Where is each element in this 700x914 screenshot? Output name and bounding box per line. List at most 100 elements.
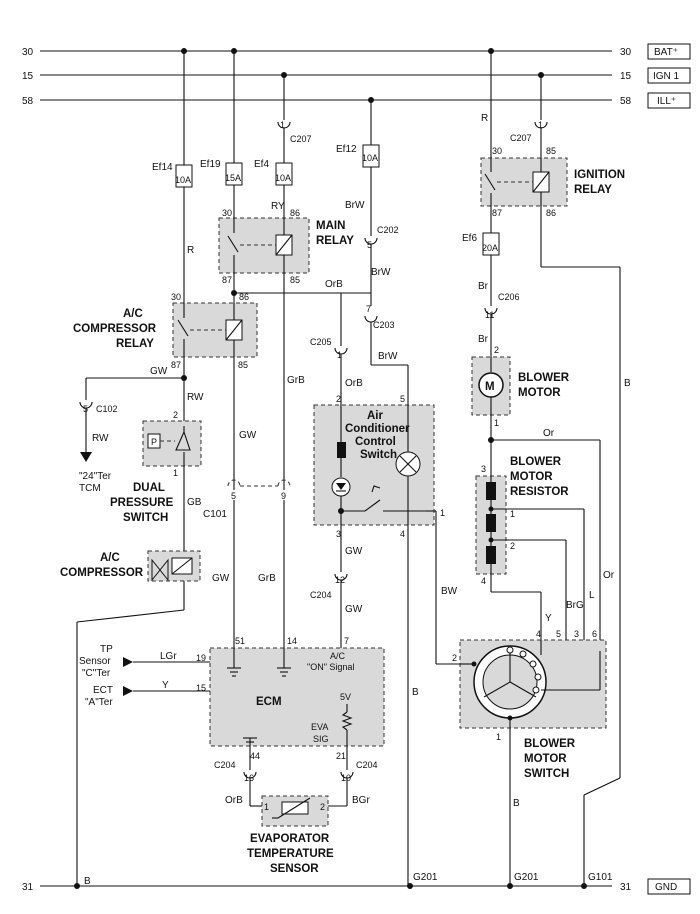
resistor-p1: 1 xyxy=(510,509,515,519)
ac-switch-p3: 3 xyxy=(336,529,341,539)
fuse-ef14-rating: 10A xyxy=(175,175,191,185)
ecm-p15: 15 xyxy=(196,683,206,693)
ac-relay-p87: 87 xyxy=(171,360,181,370)
main-relay-p30: 30 xyxy=(222,208,232,218)
evap-title1: EVAPORATOR xyxy=(250,833,330,845)
ecm-eva2: SIG xyxy=(313,734,329,744)
wire-RW1: RW xyxy=(92,433,109,444)
wire-GW5: GW xyxy=(345,604,363,615)
fuse-ef6-rating: 20A xyxy=(482,243,498,253)
ect-label2: "A"Ter xyxy=(85,697,113,708)
wire-OrB2: OrB xyxy=(345,378,363,389)
dual-switch-p2: 2 xyxy=(173,410,178,420)
fuse-ef4: 1 C207 Ef4 10A xyxy=(254,75,312,186)
wire-BrW3: BrW xyxy=(378,351,398,362)
ac-relay-title2: COMPRESSOR xyxy=(73,323,157,335)
blower-motor-p2: 2 xyxy=(494,345,499,355)
ac-switch-title3: Control xyxy=(355,436,396,448)
rail-58-right-label: 58 xyxy=(620,96,632,107)
wire-OrB3: OrB xyxy=(225,795,243,806)
ecm-p44: 44 xyxy=(250,751,260,761)
ecm-acon1: A/C xyxy=(330,651,346,661)
ecm-p14: 14 xyxy=(287,636,297,646)
ac-switch-title1: Air xyxy=(367,410,384,422)
ac-comp-title1: A/C xyxy=(100,552,120,564)
tcm-label1: "24"Ter xyxy=(79,471,112,482)
evaporator-temp-sensor: 1 2 EVAPORATOR TEMPERATURE SENSOR xyxy=(247,795,334,875)
tp-label3: "C"Ter xyxy=(82,668,111,679)
fuse-ef19: Ef19 15A xyxy=(200,51,243,186)
ground-g101: G101 xyxy=(588,872,613,883)
ecm-eva1: EVA xyxy=(311,722,328,732)
wire-B2: B xyxy=(412,687,419,698)
ecm-p51: 51 xyxy=(235,636,245,646)
ac-switch-p1: 1 xyxy=(440,508,445,518)
wire-B1: B xyxy=(84,876,91,887)
ignition-relay: 30 85 87 86 IGNITION RELAY xyxy=(480,146,625,218)
blower-motor-glyph: M xyxy=(485,381,495,393)
c204-top-pin: 12 xyxy=(335,575,345,585)
dual-switch-p1: 1 xyxy=(173,468,178,478)
resistor-title3: RESISTOR xyxy=(510,486,569,498)
wire-Y1: Y xyxy=(162,680,169,691)
c207b-pin: 1 xyxy=(538,120,543,130)
bswitch-title3: SWITCH xyxy=(524,768,569,780)
evap-title3: SENSOR xyxy=(270,863,319,875)
wire-L: L xyxy=(589,590,595,601)
fuse-ef12-rating: 10A xyxy=(362,153,378,163)
fuse-ef19-name: Ef19 xyxy=(200,159,221,170)
ac-relay-p30: 30 xyxy=(171,292,181,302)
ac-comp-title2: COMPRESSOR xyxy=(60,567,144,579)
rail-58-left-label: 58 xyxy=(22,96,34,107)
fuse-ef12-name: Ef12 xyxy=(336,144,357,155)
dual-switch-title1: DUAL xyxy=(133,482,165,494)
blower-motor-title2: MOTOR xyxy=(518,387,561,399)
fuse-ef14: Ef14 10A xyxy=(152,51,193,188)
rail-30-right-label: 30 xyxy=(620,47,632,58)
c204-right-name: C204 xyxy=(356,760,378,770)
connector-c101: 5 9 C101 xyxy=(203,479,291,520)
evap-p2: 2 xyxy=(320,802,325,812)
c204-left-name: C204 xyxy=(214,760,236,770)
resistor-p4: 4 xyxy=(481,576,486,586)
blower-motor-switch: 2 4 5 3 6 1 BLOWER MOTOR SWITCH xyxy=(452,629,607,780)
bswitch-p6: 6 xyxy=(592,629,597,639)
ecm-p19: 19 xyxy=(196,653,206,663)
ign-relay-p87: 87 xyxy=(492,208,502,218)
dual-pressure-switch: 2 1 P DUAL PRESSURE SWITCH xyxy=(110,410,202,524)
c205-pin: 1 xyxy=(337,350,342,360)
rail-58-tag: ILL⁺ xyxy=(657,96,676,107)
ecm-p21: 21 xyxy=(336,751,346,761)
wire-LGr: LGr xyxy=(160,651,177,662)
ecm-5v: 5V xyxy=(340,692,351,702)
c101-name: C101 xyxy=(203,509,227,520)
wire-B4: B xyxy=(624,378,631,389)
wire-GW3: GW xyxy=(212,573,230,584)
rail-15-tag: IGN 1 xyxy=(653,71,680,82)
c205-name: C205 xyxy=(310,337,332,347)
ground-g201a: G201 xyxy=(413,872,438,883)
ac-relay-p85: 85 xyxy=(238,360,248,370)
fuse-ef6-name: Ef6 xyxy=(462,233,477,244)
fuse-ef4-name: Ef4 xyxy=(254,159,269,170)
rail-30-tag: BAT⁺ xyxy=(654,47,678,58)
wire-GW1: GW xyxy=(150,366,168,377)
ac-control-switch: 2 5 3 4 1 Air Conditioner Control Switch xyxy=(313,394,445,539)
power-rail-15: 15 15 IGN 1 xyxy=(22,67,691,84)
dual-switch-title2: PRESSURE xyxy=(110,497,174,509)
wire-Or2: Or xyxy=(603,570,615,581)
dual-switch-title3: SWITCH xyxy=(123,512,168,524)
wire-Br2: Br xyxy=(478,334,489,345)
resistor-title2: MOTOR xyxy=(510,471,553,483)
wire-OrB1: OrB xyxy=(325,279,343,290)
wire-BW: BW xyxy=(441,586,458,597)
bswitch-p4: 4 xyxy=(536,629,541,639)
ign-relay-title1: IGNITION xyxy=(574,169,625,181)
c203-name: C203 xyxy=(373,320,395,330)
gnd-left-label: 31 xyxy=(22,882,34,893)
resistor-p2: 2 xyxy=(510,541,515,551)
dual-switch-p-glyph: P xyxy=(151,437,157,447)
wire-B3: B xyxy=(513,798,520,809)
bswitch-p5: 5 xyxy=(556,629,561,639)
bswitch-p1: 1 xyxy=(496,732,501,742)
